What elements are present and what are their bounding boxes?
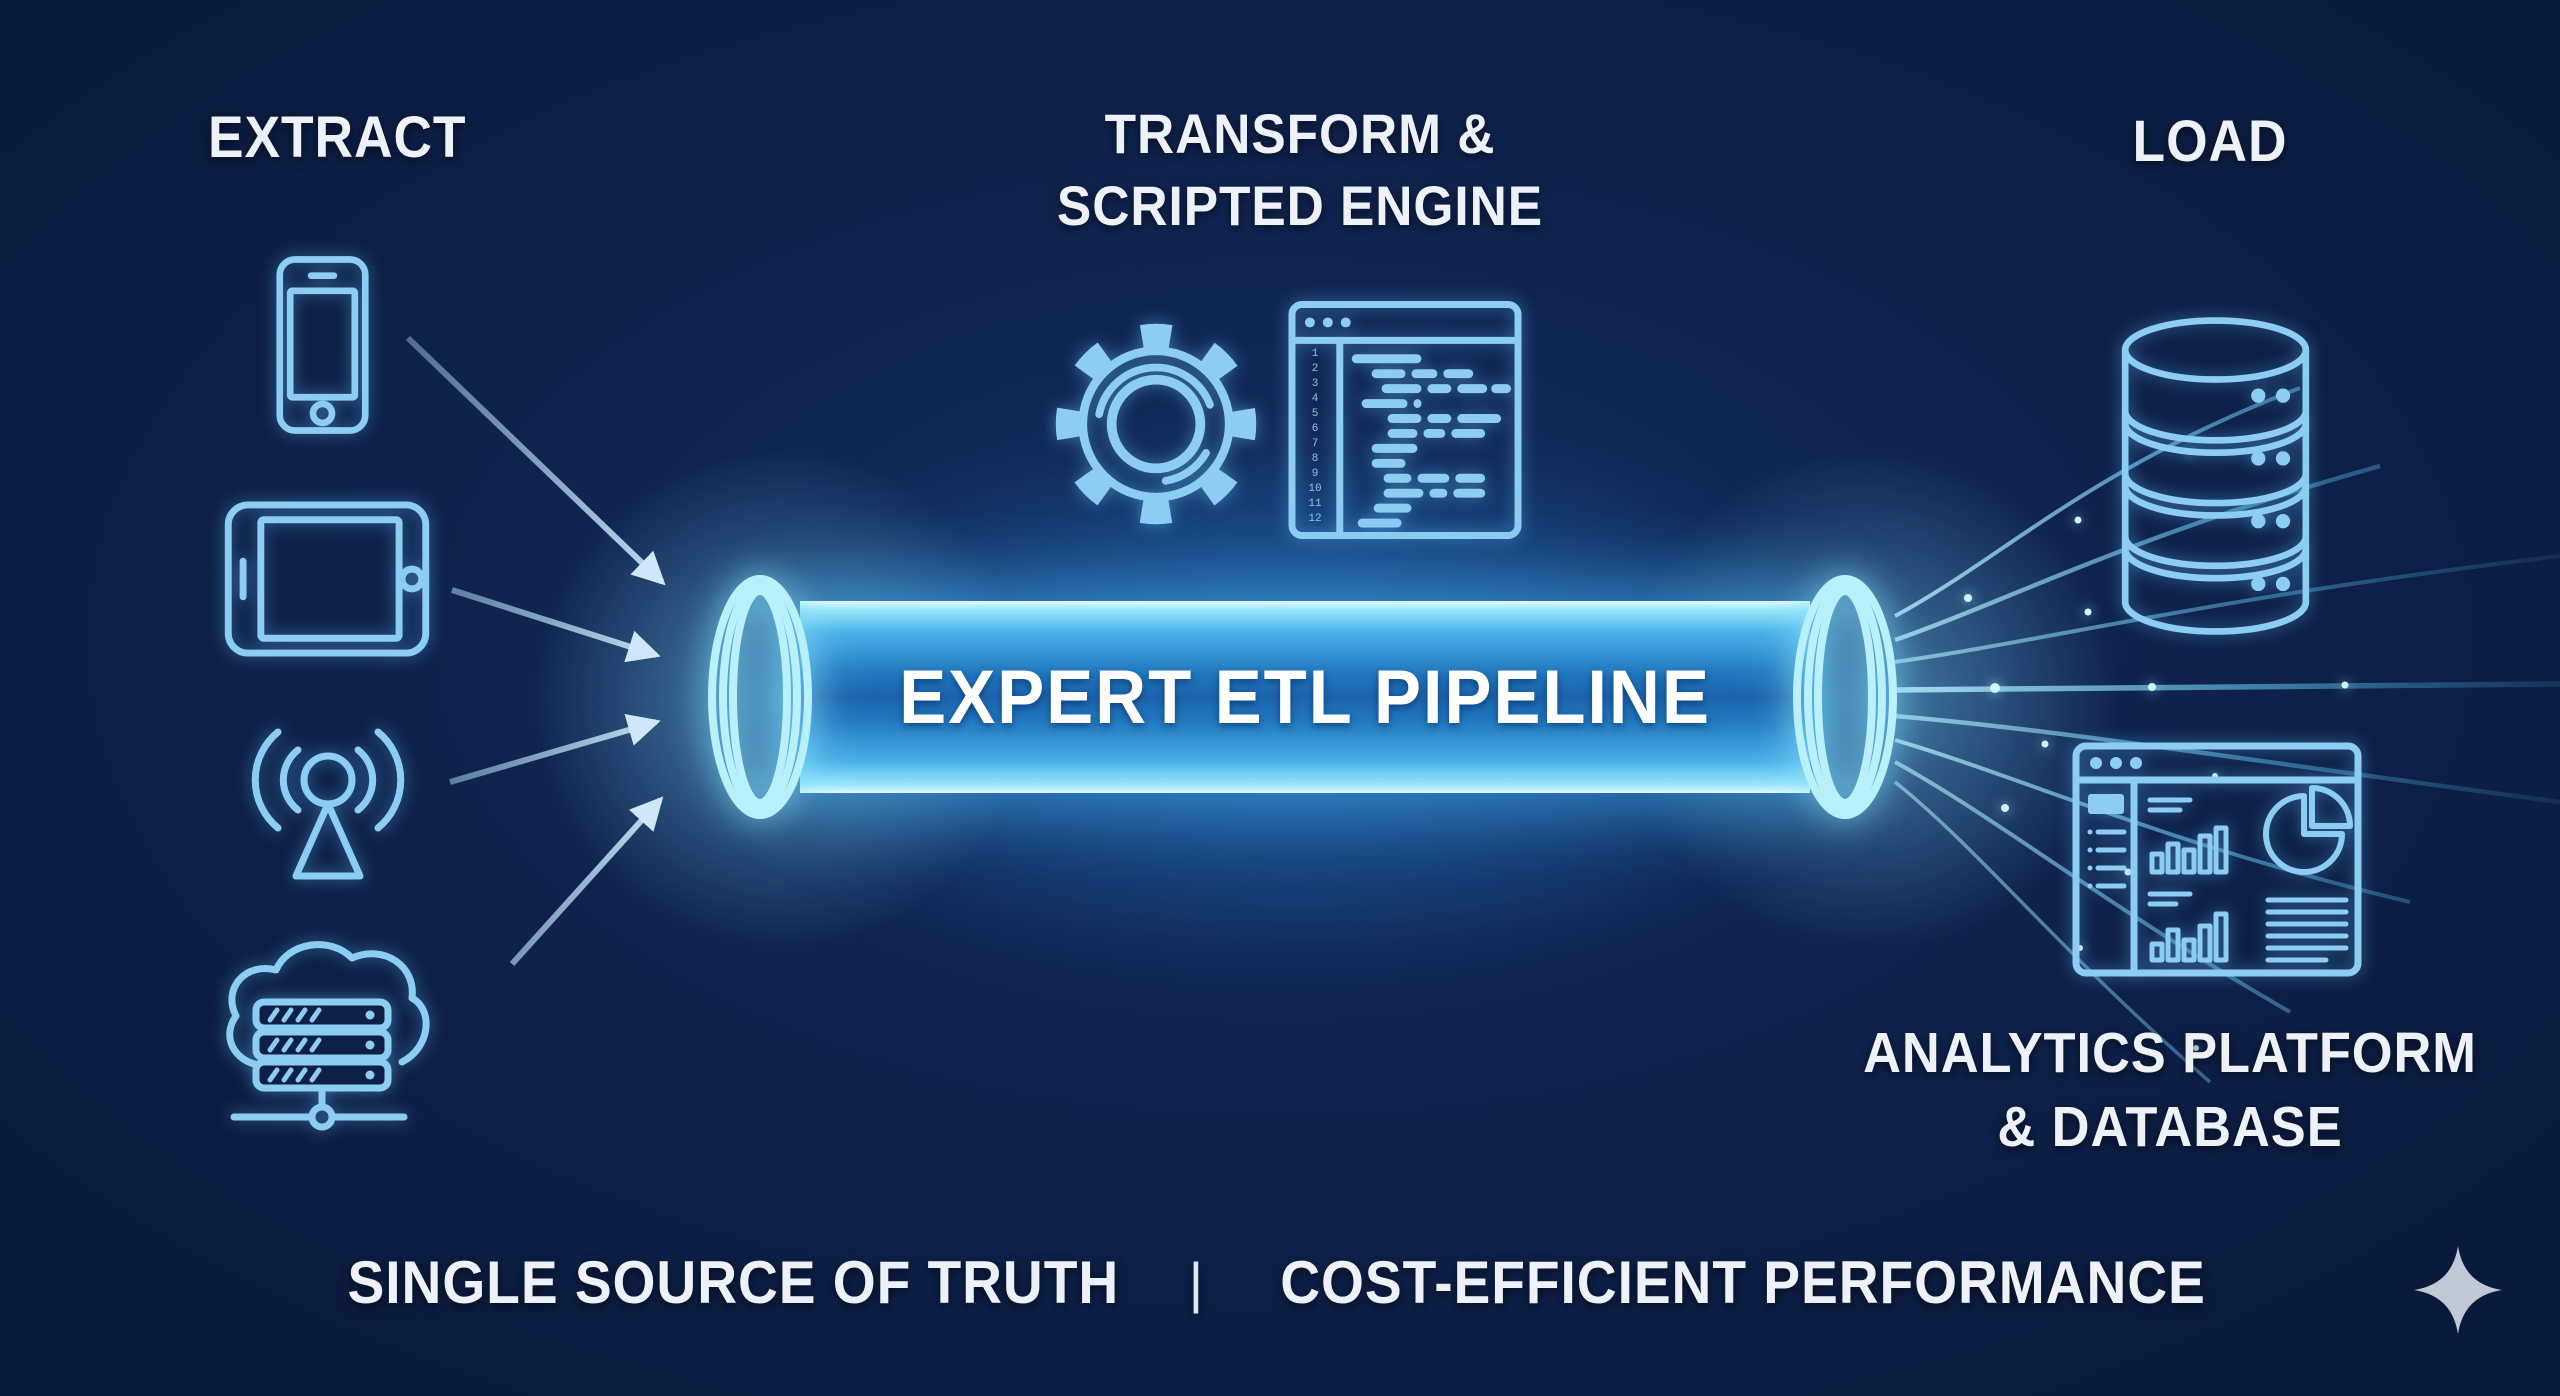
arrow-from-smartphone [405,335,666,586]
pipe-cap-right [1793,575,1897,819]
arrow-from-tablet [451,587,661,663]
tablet-icon [224,501,430,657]
code-line-number: 11 [1308,498,1322,510]
analytics-dashboard-icon [2072,742,2362,977]
code-line-number: 4 [1311,393,1319,405]
analytics-platform-line1: ANALYTICS PLATFORM [1863,1021,2477,1085]
sparkle-icon [2414,1246,2502,1334]
code-line-number: 3 [1311,378,1319,390]
gear-icon [1055,323,1257,525]
pipeline-label: EXPERT ETL PIPELINE [899,654,1711,740]
analytics-platform-heading: ANALYTICS PLATFORM & DATABASE [1857,1016,2483,1164]
extract-heading: EXTRACT [208,105,467,170]
code-line-number: 1 [1311,348,1319,360]
code-line-number: 12 [1308,513,1322,525]
smartphone-icon [276,256,369,434]
arrow-from-antenna [449,714,661,785]
pipeline-pipe-body [800,601,1810,793]
antenna-icon [251,728,405,880]
tagline-separator: | [1188,1251,1205,1314]
dashboard-text-list [2265,897,2349,963]
tagline: SINGLE SOURCE OF TRUTH | COST-EFFICIENT … [0,1248,2560,1317]
code-window-icon [1288,301,1522,539]
tagline-left: SINGLE SOURCE OF TRUTH [347,1249,1120,1316]
code-line-number: 2 [1311,363,1319,375]
code-line-number: 8 [1311,453,1319,465]
tagline-right: COST-EFFICIENT PERFORMANCE [1280,1249,2206,1316]
code-line-number: 6 [1311,423,1319,435]
code-lines [1351,354,1512,528]
arrow-from-cloud [509,796,664,967]
transform-heading-line2: SCRIPTED ENGINE [1056,174,1544,237]
code-line-numbers: 1 2 3 4 5 6 7 8 9 10 11 12 [1298,347,1332,527]
pipe-cap-left [708,575,812,819]
dashboard-sidebar [2087,794,2127,889]
dashboard-bar-chart-bottom [2147,891,2229,963]
transform-heading-line1: TRANSFORM & [1104,102,1496,165]
load-heading: LOAD [2132,109,2288,174]
extract-arrows [405,335,666,967]
dashboard-pie-chart [2263,785,2353,875]
code-line-number: 5 [1311,408,1319,420]
code-line-number: 9 [1311,468,1319,480]
code-line-number: 7 [1311,438,1319,450]
dashboard-bar-chart-top [2147,797,2229,875]
analytics-platform-line2: & DATABASE [1997,1095,2343,1159]
code-line-number: 10 [1308,483,1322,495]
database-icon [2121,317,2310,635]
transform-heading: TRANSFORM & SCRIPTED ENGINE [987,98,1613,242]
cloud-server-icon [226,941,430,1131]
